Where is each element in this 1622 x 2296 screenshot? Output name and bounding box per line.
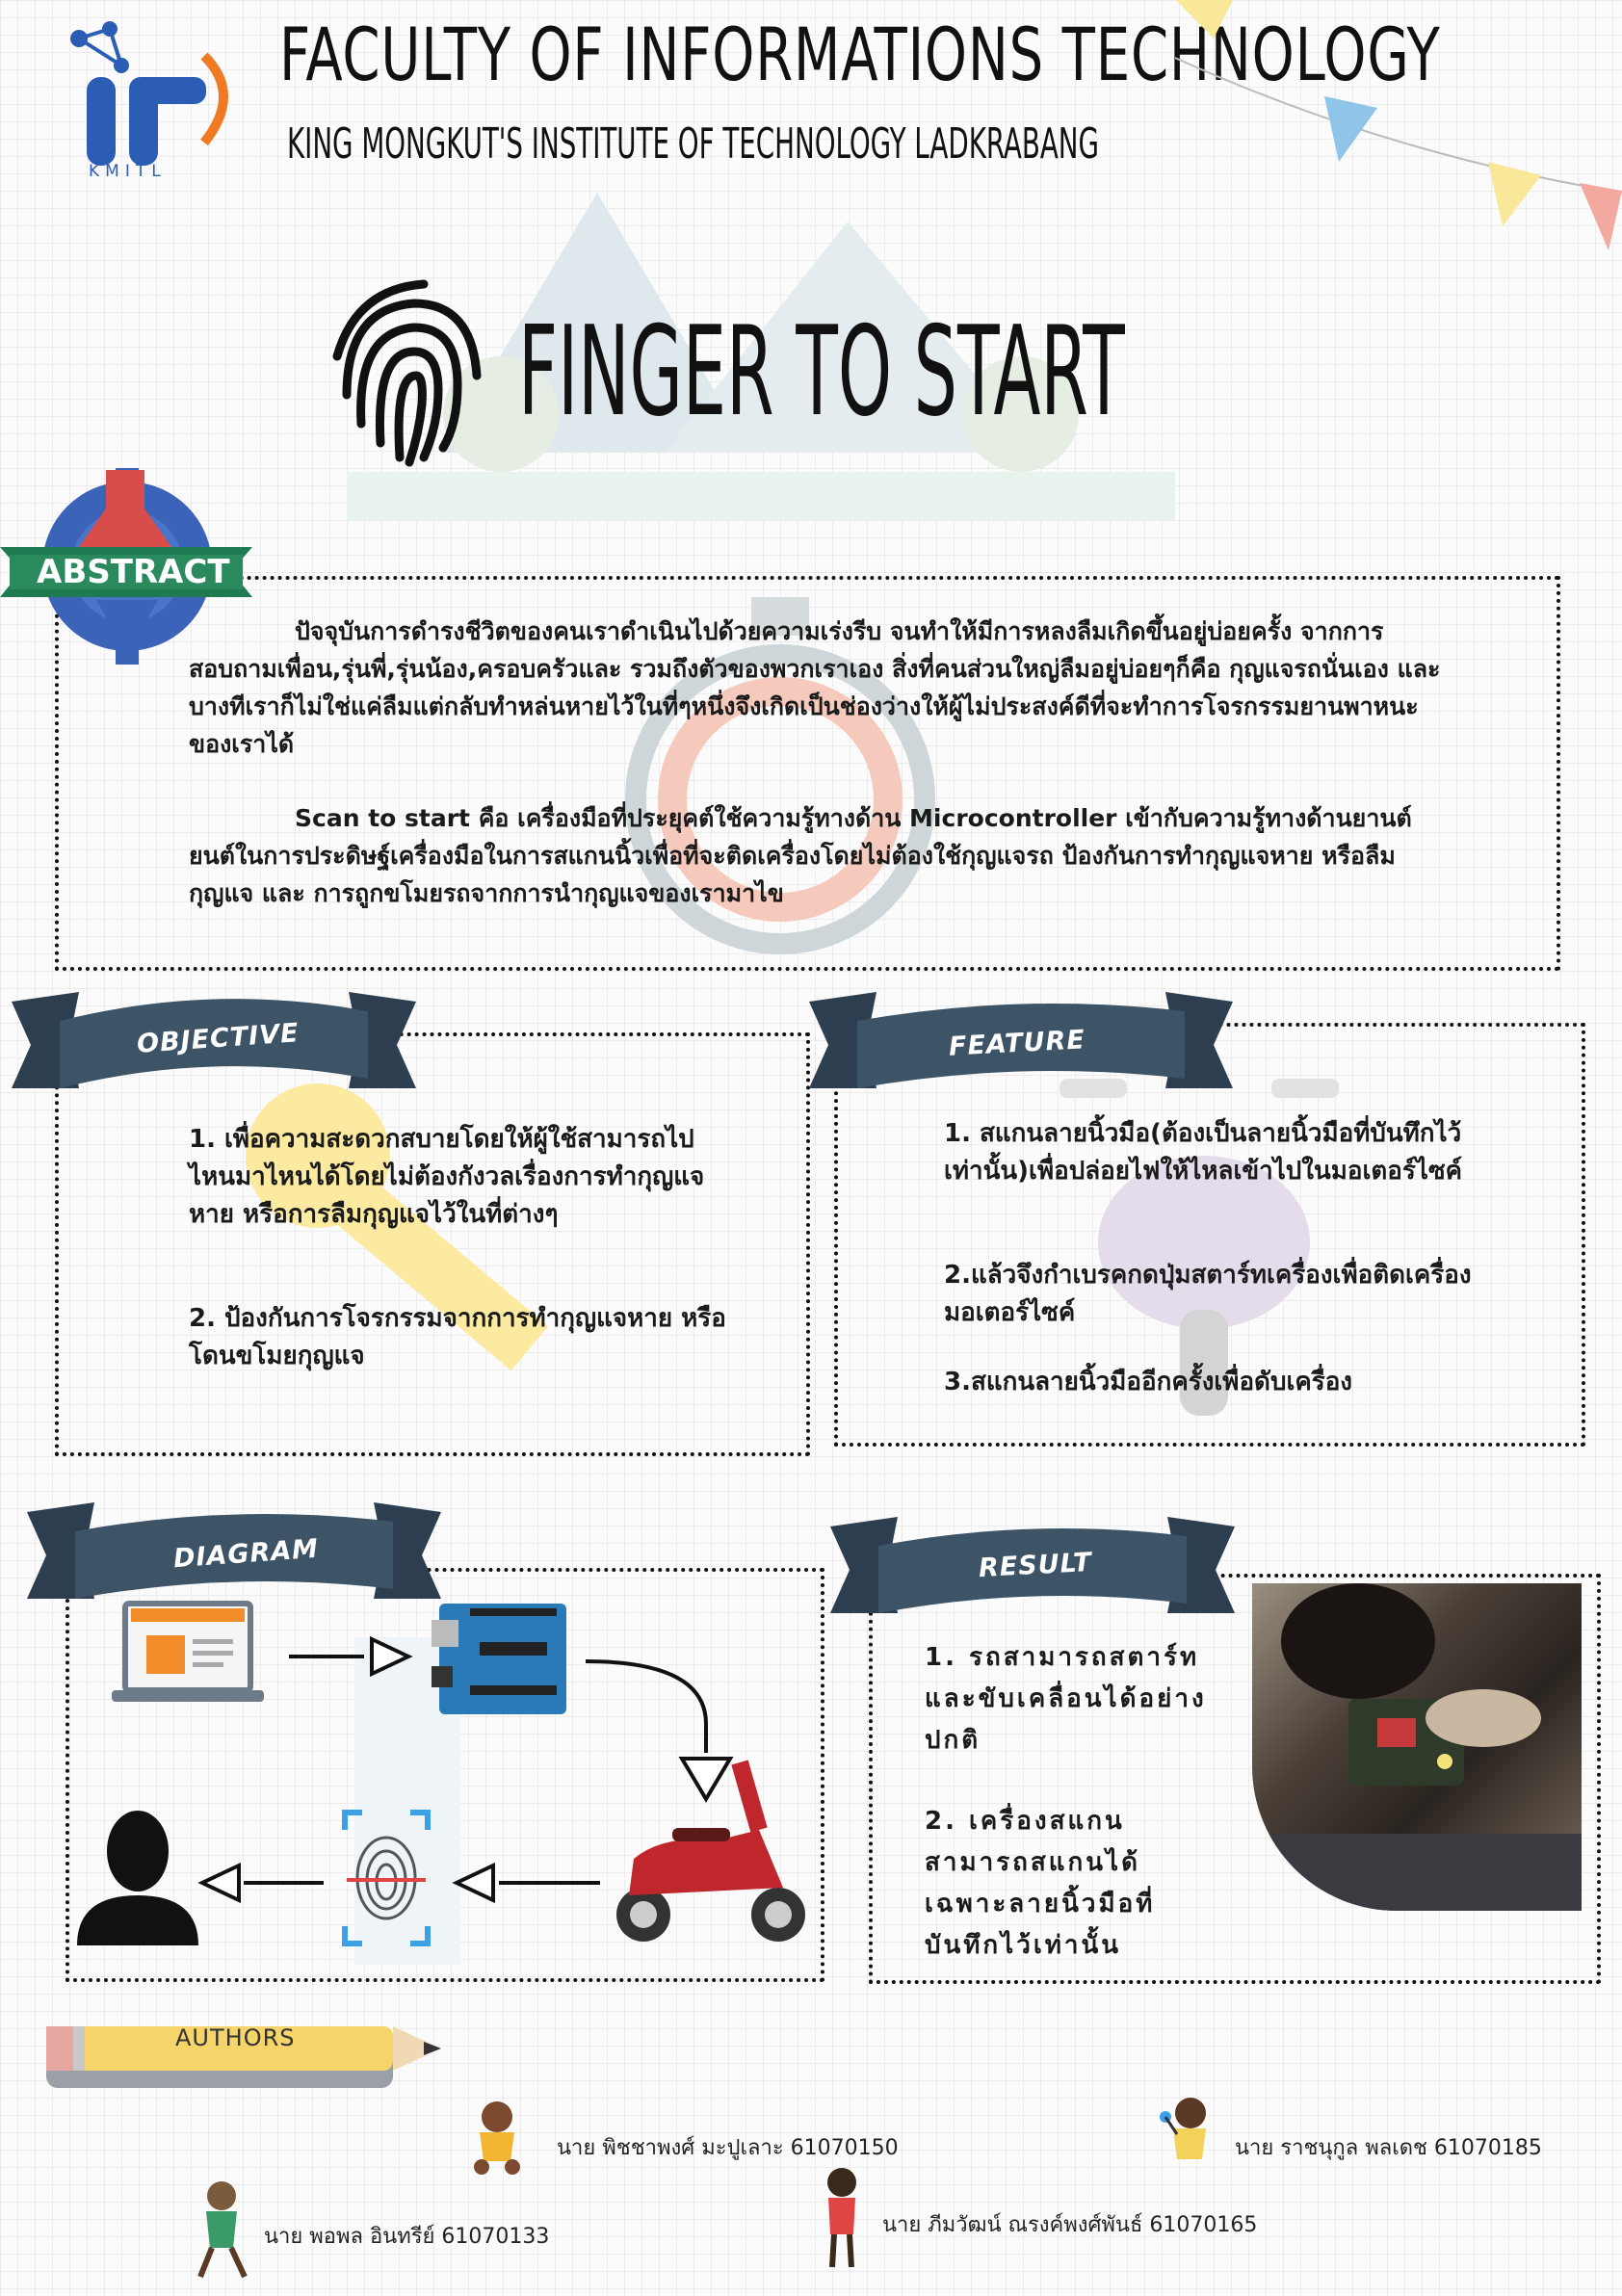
diagram-box: [65, 1568, 824, 1982]
result-item-1: 1. รถสามารถสตาร์ทและขับเคลื่อนได้อย่างปก…: [925, 1643, 1207, 1755]
avatar-2: [1160, 2098, 1206, 2159]
logo-icon: [70, 21, 228, 166]
objective-item-2: 2. ป้องกันการโจรกรรมจากการทำกุญแจหาย หรื…: [189, 1304, 726, 1370]
result-box: [869, 1574, 1601, 1984]
institute-name: KING MONGKUT'S INSTITUTE OF TECHNOLOGY L…: [287, 119, 1100, 169]
user-icon: [77, 1811, 198, 1945]
laptop-icon: [112, 1601, 264, 1702]
abstract-para-2: Scan to start คือ เครื่องมือที่ประยุคต์ใ…: [189, 804, 1412, 907]
result-item-2: 2. เครื่องสแกนสามารถสแกนได้เฉพาะลายนิ้วม…: [925, 1807, 1156, 1960]
arduino-icon: [432, 1604, 566, 1714]
diagram-flow: [77, 1601, 805, 1965]
scooter-icon: [616, 1760, 805, 1942]
abstract-badge-label: ABSTRACT: [37, 553, 230, 591]
faculty-title: FACULTY OF INFORMATIONS TECHNOLOGY: [279, 12, 1441, 97]
objective-ribbon: [12, 992, 416, 1088]
logo-subtext: KMITL: [89, 162, 167, 181]
abstract-para-1: ปัจจุบันการดำรงชีวิตของคนเราดำเนินไปด้วย…: [189, 617, 1441, 758]
fingerprint-icon: [332, 279, 482, 467]
avatar-3: [197, 2181, 248, 2279]
feature-item-1: 1. สแกนลายนิ้วมือ(ต้องเป็นลายนิ้วมือที่บ…: [944, 1119, 1462, 1186]
feature-ribbon: [809, 992, 1233, 1088]
it-logo: KMITL: [60, 17, 243, 186]
author-4: นาย ภีมวัฒน์ ณรงค์พงศ์พันธ์ 61070165: [882, 2213, 1258, 2237]
author-2: นาย ราชนุกูล พลเดช 61070185: [1235, 2136, 1542, 2160]
motorbike-decoration: [1060, 1079, 1339, 1416]
landscape-decoration: [347, 193, 1175, 520]
abstract-box: [55, 576, 1560, 971]
stopwatch-decoration: [625, 597, 935, 954]
feature-item-2: 2.แล้วจึงกำเบรคกดปุ่มสตาร์ทเครื่องเพื่อต…: [944, 1261, 1472, 1327]
result-label: RESULT: [978, 1547, 1093, 1584]
feature-item-3: 3.สแกนลายนิ้วมืออีกครั้งเพื่อดับเครื่อง: [944, 1368, 1352, 1396]
avatar-4: [827, 2168, 856, 2268]
authors-label: AUTHORS: [175, 2024, 296, 2051]
project-title: FINGER TO START: [518, 300, 1125, 444]
result-ribbon: [830, 1517, 1235, 1613]
abstract-badge-icon: [0, 468, 252, 665]
bunting-decoration: [1175, 0, 1622, 250]
author-1: นาย พิชชาพงศ์ มะปูเลาะ 61070150: [557, 2136, 899, 2160]
result-photo: [1252, 1583, 1582, 1911]
key-decoration: [246, 1083, 549, 1371]
author-3: นาย พอพล อินทรีย์ 61070133: [264, 2225, 550, 2249]
pencil-icon: [46, 2026, 441, 2088]
fingerprint-scanner-icon: [342, 1810, 431, 1946]
header: KMITL FACULTY OF INFORMATIONS TECHNOLOGY…: [0, 0, 1622, 250]
objective-box: [55, 1032, 810, 1456]
avatar-1: [474, 2101, 520, 2175]
device-photo-icon: [1252, 1583, 1582, 1911]
objective-item-1: 1. เพื่อความสะดวกสบายโดยให้ผู้ใช้สามารถไ…: [189, 1125, 705, 1229]
diagram-ribbon: [27, 1502, 441, 1599]
